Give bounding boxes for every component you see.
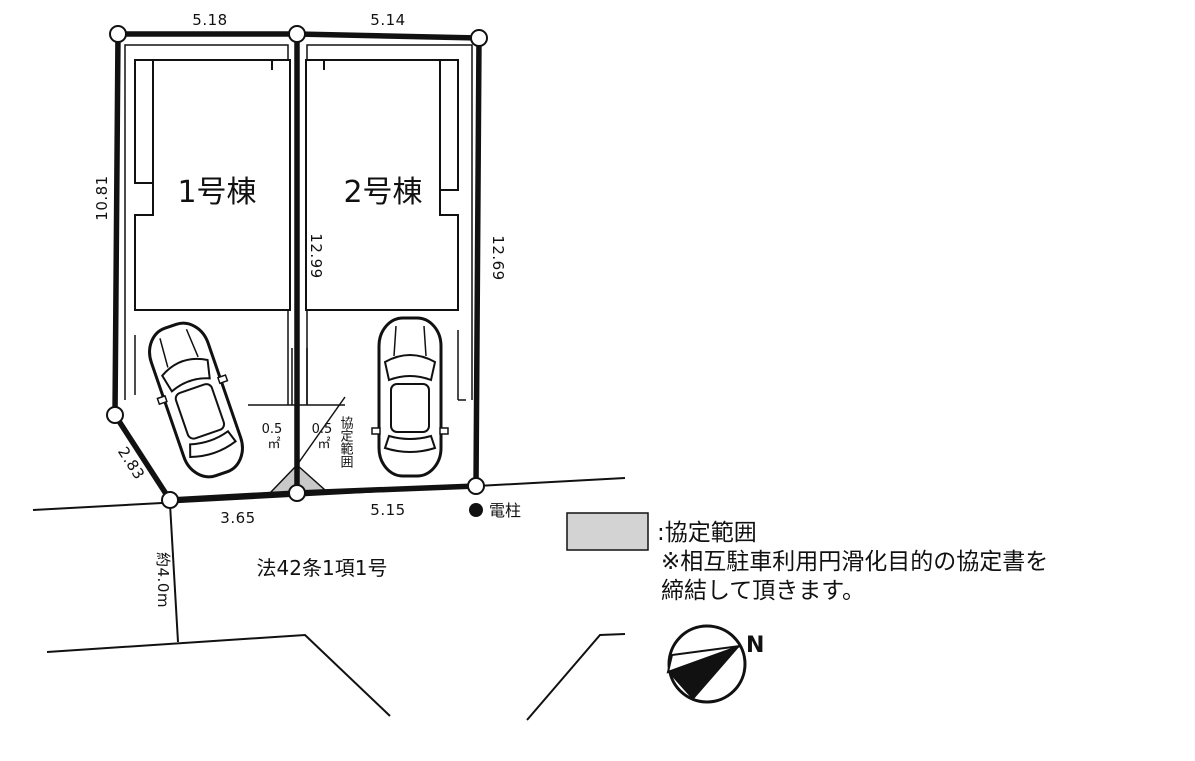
car-2-mirror-r	[439, 427, 449, 435]
car-1-rear-window	[189, 429, 238, 458]
car-1-mirror-r	[216, 374, 229, 385]
car-1-hood-line-r	[185, 328, 199, 358]
legend-swatch	[566, 512, 649, 551]
survey-point	[470, 29, 488, 47]
utility-pole-label: 電柱	[489, 501, 521, 520]
car-1-roof	[174, 383, 226, 440]
building-1-outline	[134, 59, 291, 311]
survey-point	[288, 25, 306, 43]
car-2-windshield	[383, 354, 437, 382]
legend-note-line2: 締結して頂きます。	[661, 578, 865, 604]
road-lines	[32, 477, 626, 721]
dim-middle: 12.99	[307, 233, 325, 278]
survey-points	[106, 25, 488, 509]
survey-point	[467, 477, 485, 495]
building-2-outline	[305, 59, 459, 311]
agreement-leader-line	[296, 396, 346, 466]
car-2-roof	[390, 383, 430, 433]
dim-bottom-right: 5.15	[370, 501, 405, 519]
car-2-hood-line-l	[393, 325, 397, 357]
car-2-hood-line-r	[423, 325, 427, 357]
lot-2-boundary	[296, 31, 482, 496]
road-far-edge-left	[46, 633, 391, 717]
car-1-windshield	[161, 357, 211, 393]
dim-top-right: 5.14	[370, 11, 405, 29]
road-width-line	[169, 503, 179, 643]
dim-right: 12.69	[489, 235, 507, 280]
legend-note-line1: ※相互駐車利用円滑化目的の協定書を	[661, 549, 1048, 575]
car-1-mirror-l	[156, 394, 168, 406]
dim-top-left: 5.18	[192, 11, 227, 29]
area-left-unit: ㎡	[267, 437, 280, 452]
survey-point	[161, 491, 179, 509]
building-2-label: 2号棟	[343, 175, 422, 210]
road-label: 法42条1項1号	[257, 556, 388, 580]
car-2-rear-window	[383, 434, 437, 453]
survey-point	[288, 484, 306, 502]
survey-point	[109, 25, 127, 43]
north-compass-icon	[666, 624, 747, 704]
survey-point	[106, 406, 124, 424]
compass-north-label: N	[746, 633, 764, 658]
area-right-unit: ㎡	[317, 437, 330, 452]
utility-pole-icon	[469, 503, 483, 517]
dim-road-width: 約4.0m	[154, 552, 172, 608]
car-1-hood-line-l	[159, 338, 169, 368]
dim-bottom-left: 3.65	[220, 509, 255, 527]
area-right-value: 0.5	[312, 422, 333, 437]
road-far-edge-right	[526, 633, 626, 721]
dim-left: 10.81	[93, 175, 111, 220]
compass-needle-light	[666, 645, 741, 674]
car-2	[371, 316, 449, 478]
car-1	[148, 321, 244, 479]
car-2-mirror-l	[371, 427, 381, 435]
area-left-value: 0.5	[262, 422, 283, 437]
building-1-label: 1号棟	[177, 175, 256, 210]
legend-title: :協定範囲	[657, 520, 757, 546]
compass-needle-dark	[668, 646, 740, 700]
building-footprints	[134, 59, 459, 311]
area-vertical-note: 協定範囲	[338, 416, 354, 468]
